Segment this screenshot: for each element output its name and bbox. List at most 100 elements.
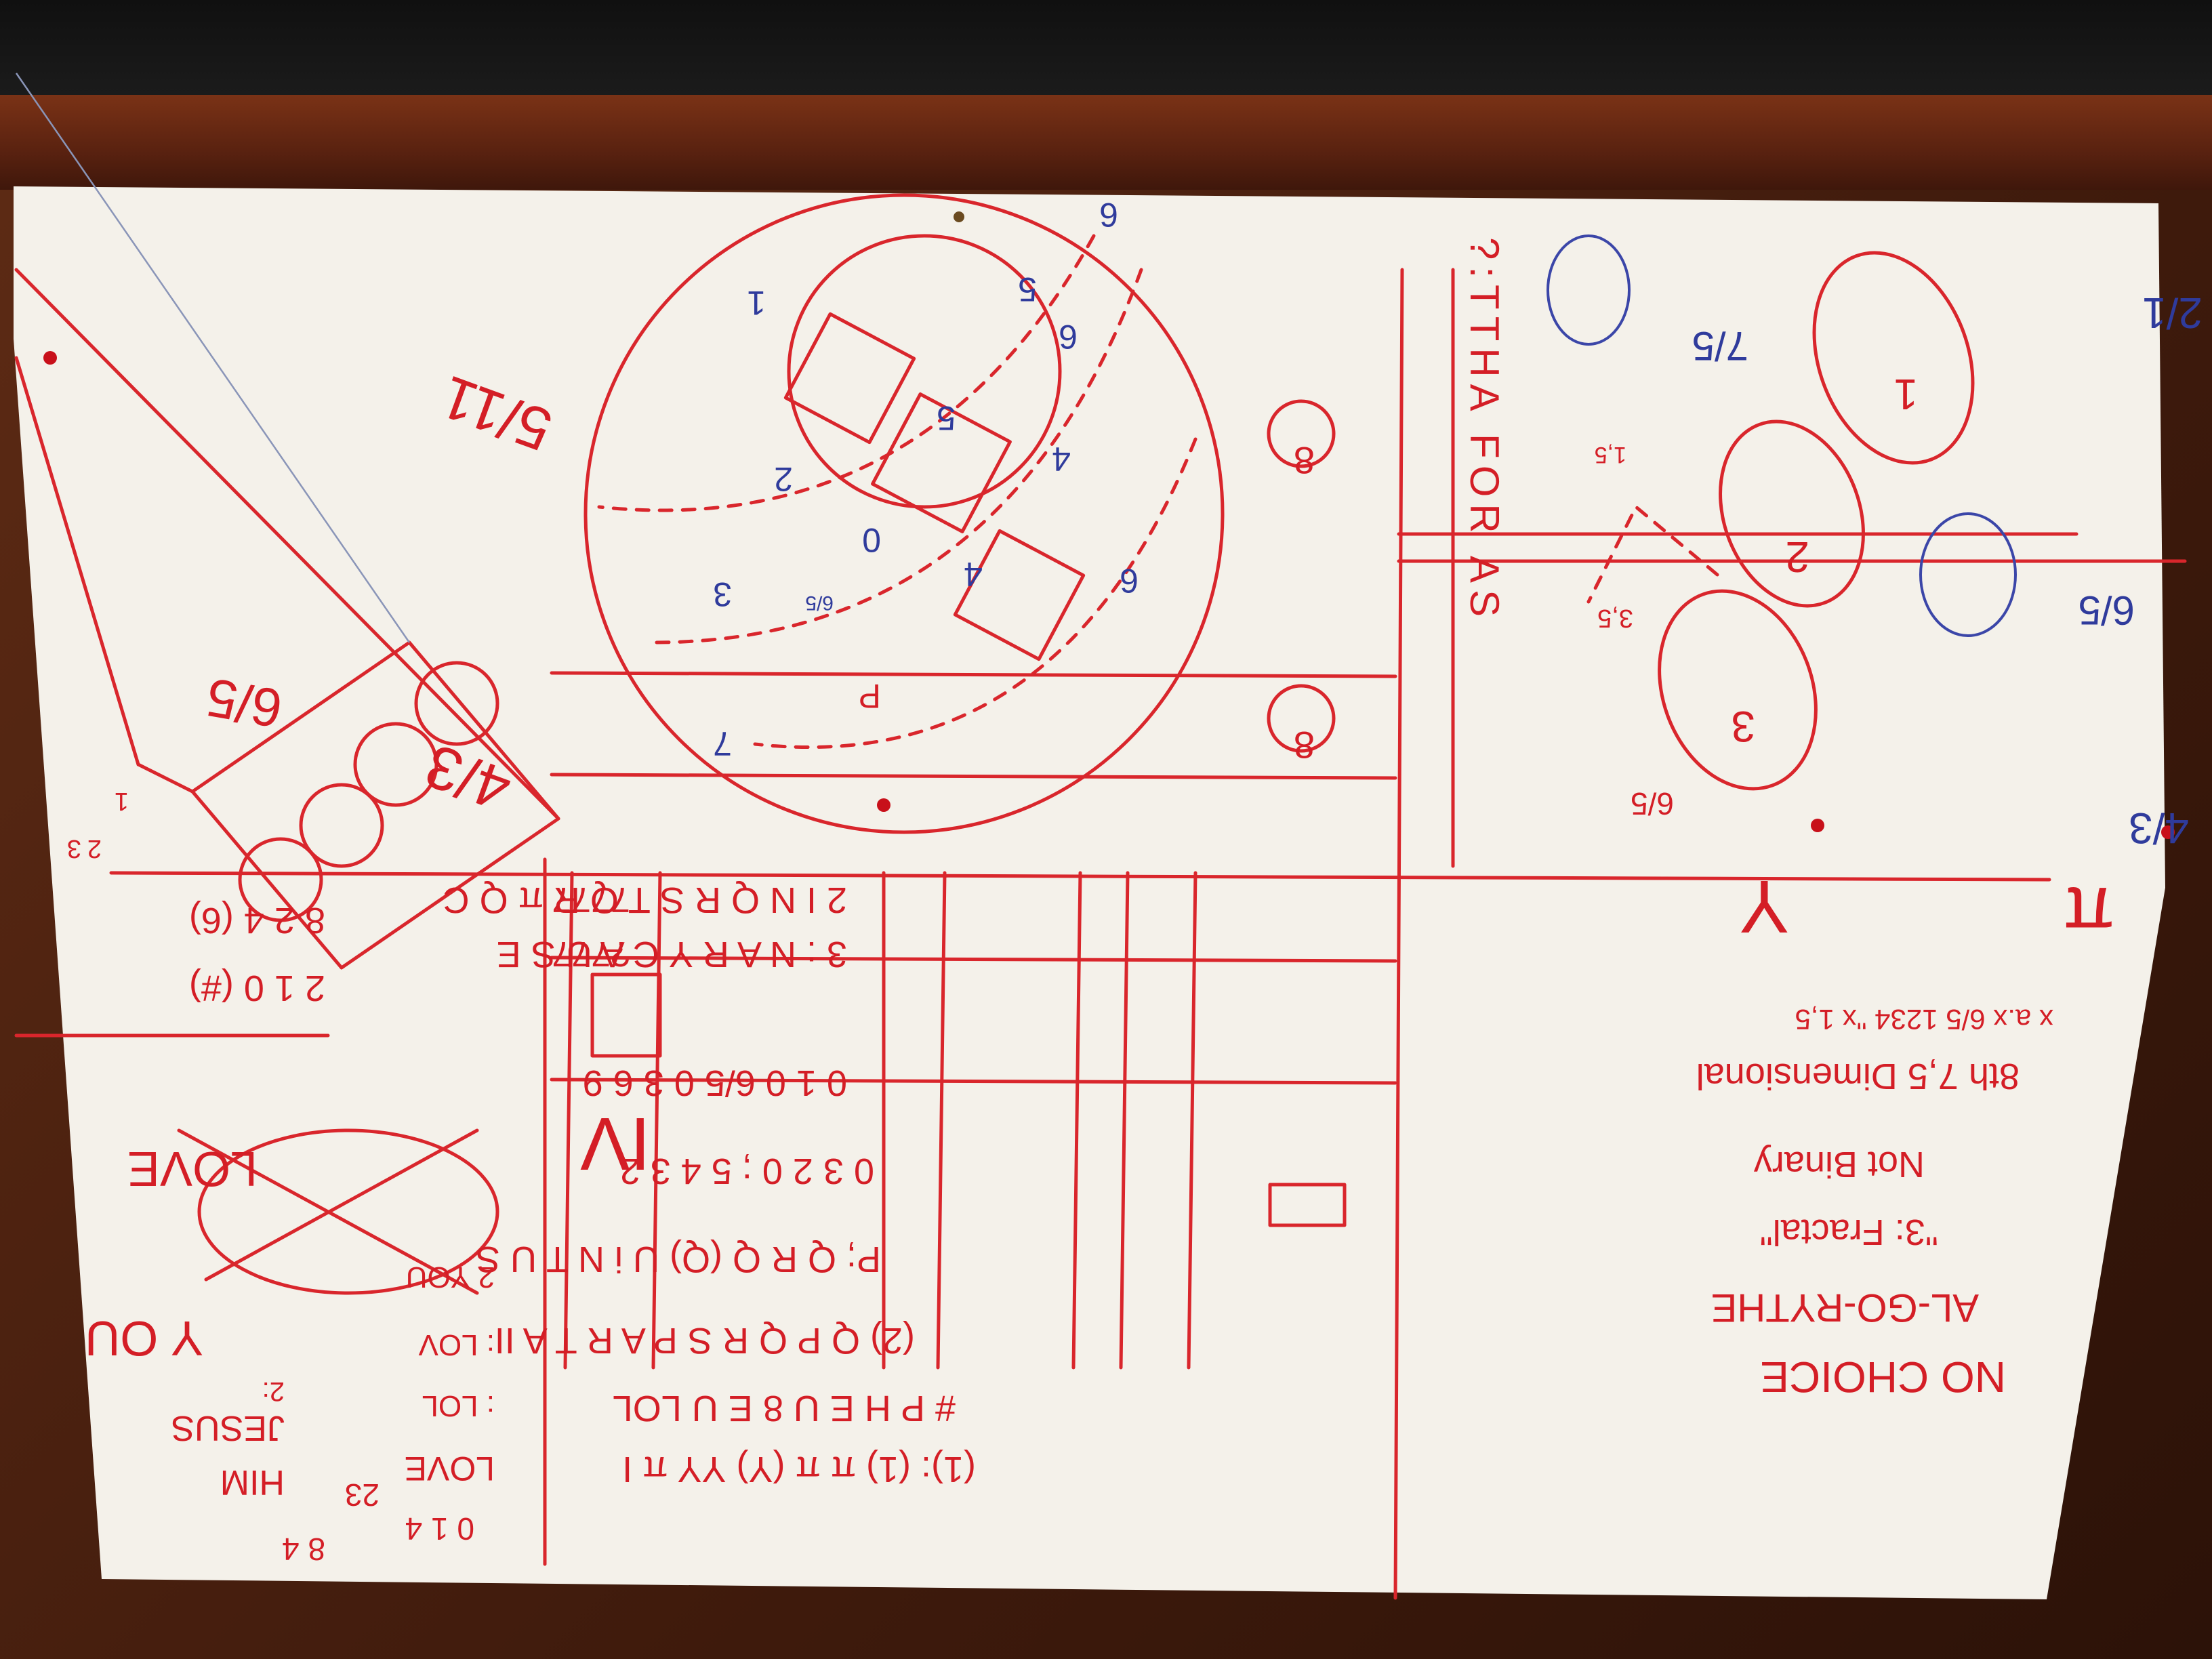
grid-row-7: 3 : N A R Y C A U S E bbox=[497, 934, 847, 975]
grid-row-1: (1): (1) π π (Y) YY π I bbox=[622, 1449, 976, 1490]
red-dot-corner bbox=[43, 351, 57, 365]
lol-inline-box bbox=[1268, 1183, 1347, 1227]
triangle-link bbox=[136, 762, 194, 794]
grid-col-line-7 bbox=[1119, 871, 1130, 1370]
jesus-mark: 2: bbox=[262, 1376, 285, 1406]
him: HIM bbox=[220, 1462, 285, 1502]
row-line-b bbox=[550, 671, 1397, 678]
sevens-2: 7777 bbox=[552, 880, 630, 919]
grid-cell-square-2 bbox=[783, 312, 916, 445]
cell-label-1: 1 bbox=[747, 284, 766, 322]
roman-iv: IV bbox=[580, 1102, 651, 1185]
jesus: JESUS bbox=[171, 1408, 285, 1448]
circle-8-b bbox=[1267, 684, 1336, 753]
love-cross-2 bbox=[204, 1128, 479, 1282]
side-column: LOVE : LOL : LOV 2 YOU IV ?777 7777 bbox=[405, 880, 651, 1488]
ring-1 bbox=[238, 837, 323, 922]
red-dot-edge bbox=[2161, 825, 2175, 839]
diagonal-line-1 bbox=[14, 268, 560, 821]
symbol-grid: (1): (1) π π (Y) YY π I # P H E U 8 E U … bbox=[443, 880, 976, 1490]
ring-2 bbox=[299, 783, 384, 868]
pi-symbol: π bbox=[2063, 872, 2114, 955]
cell-label-6b: 6 bbox=[1120, 562, 1139, 600]
dashed-arc-3 bbox=[597, 234, 1096, 512]
corner-num-2: 2 bbox=[87, 834, 102, 863]
grid-row-2: # P H E U 8 E U LOL bbox=[613, 1388, 956, 1429]
value-6-5: 6/5 bbox=[1631, 786, 1674, 821]
grid-cell-square-3 bbox=[953, 529, 1086, 661]
cell-label-6-5: 6/5 bbox=[805, 592, 834, 614]
red-dot-center bbox=[877, 798, 890, 812]
corner-num-1: 3 bbox=[67, 834, 81, 863]
cell-label-7: 7 bbox=[713, 724, 732, 762]
cell-label-4a: 4 bbox=[1052, 440, 1071, 478]
grid-cell-square bbox=[871, 392, 1012, 533]
love-oval bbox=[197, 1128, 499, 1295]
cell-label-5: 5 bbox=[937, 399, 956, 437]
oval-label-1: 1 bbox=[1893, 370, 1918, 419]
row-b: 8 2 4 (6) bbox=[189, 900, 325, 941]
numbers-col-2: 23 bbox=[345, 1477, 380, 1513]
grid-col-line-3 bbox=[936, 871, 947, 1370]
oval-label-3: 3 bbox=[1731, 702, 1755, 751]
dashed-arc-2 bbox=[651, 268, 1143, 644]
cell-label-2: 2 bbox=[774, 460, 793, 498]
grid-row-4: P; Q R Q (Q) U i N T U S bbox=[476, 1239, 881, 1279]
cell-label-0: 0 bbox=[862, 521, 881, 559]
top-right-fractions: 2/1 4/3 6/5 7/5 1,5 3,5 6/5 1 2 3 bbox=[1595, 289, 2203, 853]
ring-3 bbox=[353, 722, 438, 807]
oval-label-2: 2 bbox=[1785, 533, 1809, 581]
row-a: 2 1 0 (#) bbox=[189, 968, 325, 1008]
subtitle-quote: "3: Fractal" bbox=[1760, 1212, 1938, 1252]
side-lov: : LOV bbox=[418, 1328, 495, 1361]
fraction-6-5-blue: 6/5 bbox=[2078, 588, 2135, 633]
bottom-you: Y OU bbox=[85, 1311, 203, 1365]
grid-col-line bbox=[1187, 871, 1197, 1370]
side-lol: : LOL bbox=[422, 1389, 495, 1422]
cell-label-3: 3 bbox=[713, 575, 732, 613]
dark-background bbox=[0, 0, 2212, 102]
upside-down-sketch bbox=[14, 73, 2187, 1600]
love-circled: LOVE bbox=[127, 1141, 258, 1195]
blue-circle-6-5 bbox=[1919, 512, 2017, 637]
numbers-col-3: 8 4 bbox=[282, 1532, 325, 1567]
cell-label-4b: 4 bbox=[964, 555, 983, 593]
title-line-2: AL-GO-RYTHE bbox=[1711, 1286, 1979, 1330]
blue-circle-7-5 bbox=[1547, 234, 1631, 346]
oval-1 bbox=[1812, 251, 1975, 465]
ring-4 bbox=[414, 661, 499, 746]
dimension-line: 8th 7,5 Dimensional bbox=[1696, 1056, 2020, 1097]
fraction-2-1: 2/1 bbox=[2142, 289, 2203, 337]
lol-box bbox=[590, 972, 662, 1058]
grid-row-3: (2) Q P Q R S P A R T A II bbox=[495, 1320, 915, 1361]
cell-label-5b: 5 bbox=[1018, 270, 1037, 308]
dimension-sub: x a.x 6/5 1234 "x 1,5 bbox=[1795, 1004, 2054, 1036]
big-circle bbox=[583, 193, 1225, 834]
main-vertical-divider bbox=[1393, 268, 1404, 1600]
bottom-left-block: 2 1 0 (#) 8 2 4 (6) LOVE Y OU JESUS 2: H… bbox=[85, 900, 474, 1567]
psi-symbol: Y bbox=[1740, 865, 1789, 948]
oval-2 bbox=[1719, 419, 1865, 608]
row-line-a bbox=[550, 773, 1397, 780]
notes-block: NO CHOICE AL-GO-RYTHE "3: Fractal" Not B… bbox=[1696, 865, 2114, 1401]
grid-col-line-5 bbox=[563, 871, 574, 1370]
oval-3 bbox=[1658, 589, 1818, 791]
fraction-6-5-big: 6/5 bbox=[202, 667, 287, 739]
inner-circle bbox=[787, 234, 1062, 509]
value-3-5: 3,5 bbox=[1597, 604, 1633, 632]
grid-col-line-4 bbox=[651, 871, 662, 1370]
cell-label-6a: 6 bbox=[1059, 318, 1078, 356]
value-1-5: 1,5 bbox=[1595, 442, 1626, 468]
corner-num-3: 1 bbox=[115, 787, 129, 815]
wooden-table-edge bbox=[0, 95, 2212, 197]
grid-row-5: 0 3 2 0 ; 5 4 3 2 bbox=[620, 1151, 874, 1191]
fraction-4-3: 4/3 bbox=[2129, 804, 2189, 853]
dashed-path bbox=[1586, 505, 1719, 604]
sevens-1: ?777 bbox=[552, 934, 630, 973]
side-love: LOVE bbox=[405, 1450, 495, 1488]
circle-8-a bbox=[1267, 399, 1336, 468]
grid-col-line-2 bbox=[1071, 871, 1082, 1370]
diagonal-line-2 bbox=[14, 356, 140, 766]
grid-row-8: 2 I N Q R S T Q R π Q C bbox=[443, 880, 847, 920]
